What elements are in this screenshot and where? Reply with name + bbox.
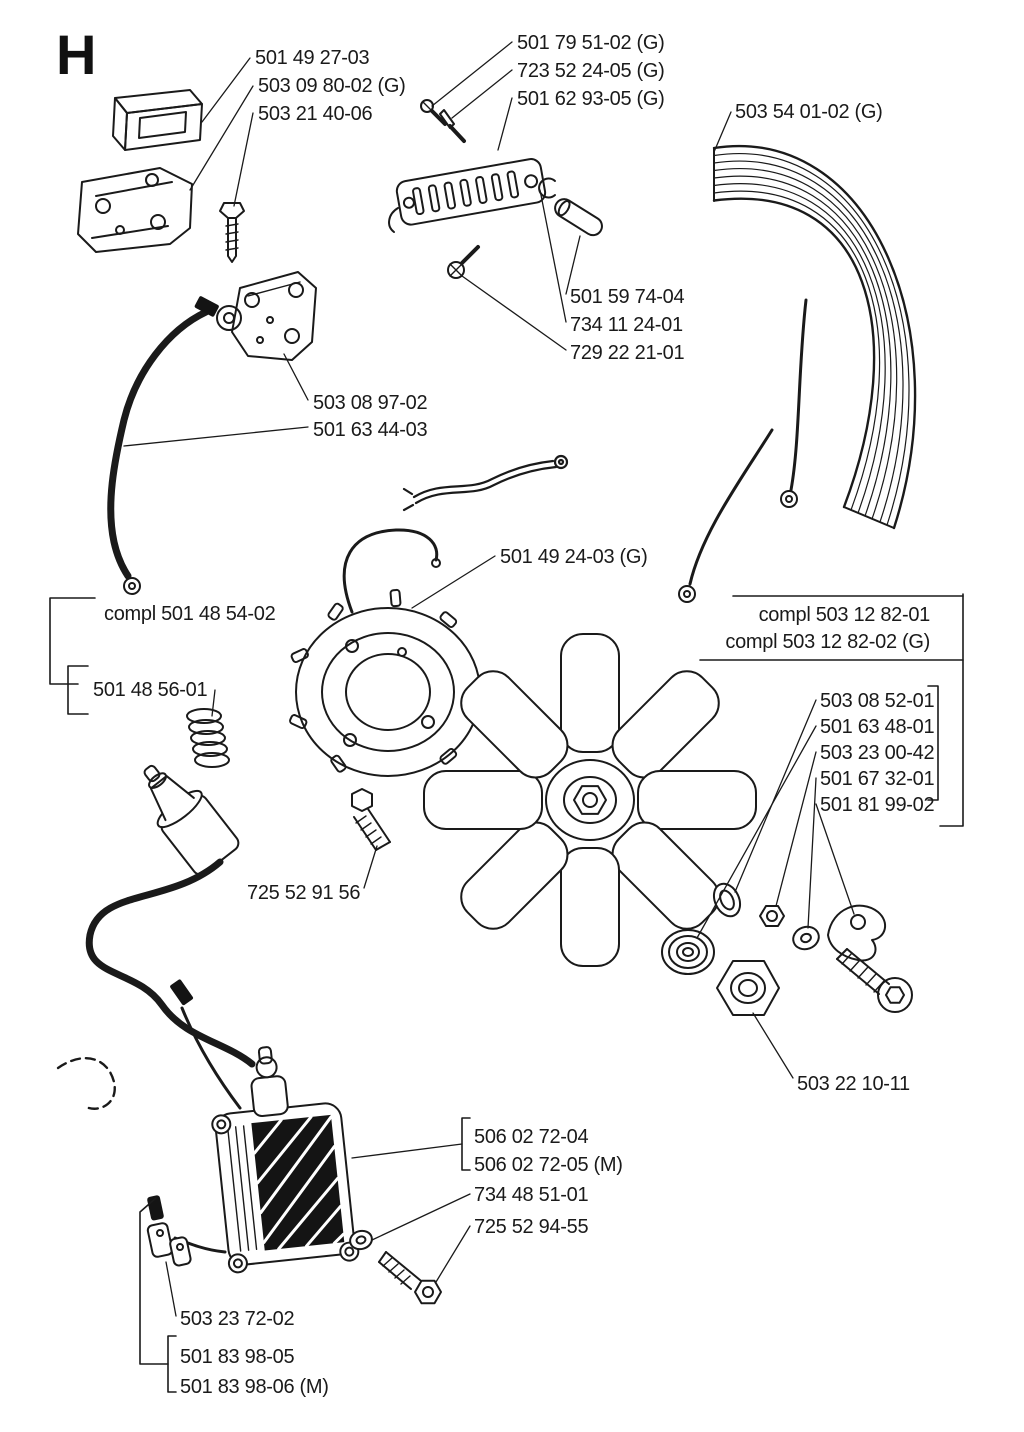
flywheel bbox=[423, 633, 757, 967]
section-letter: H bbox=[56, 23, 96, 86]
screw-vertical bbox=[219, 202, 245, 263]
label-brackets bbox=[49, 593, 964, 1393]
connector-terminals bbox=[146, 1195, 192, 1267]
ignition-module bbox=[173, 1046, 360, 1274]
leader-lines bbox=[123, 41, 855, 1317]
flywheel-bolt bbox=[351, 788, 391, 851]
slotted-plate bbox=[388, 158, 556, 233]
bracket-lower bbox=[77, 167, 193, 253]
ground-wire-left bbox=[107, 296, 219, 595]
bracket-upper bbox=[112, 89, 203, 151]
flywheel-hardware bbox=[661, 882, 913, 1016]
screw-below-plate bbox=[447, 245, 480, 279]
pin bbox=[554, 198, 603, 237]
module-washer-bolt bbox=[349, 1229, 442, 1305]
small-screws-top bbox=[420, 99, 466, 143]
handle-wires bbox=[678, 298, 808, 603]
spark-plug-boot bbox=[143, 764, 240, 876]
handle-guard bbox=[712, 144, 917, 530]
ground-cable bbox=[402, 454, 569, 512]
ignition-plate bbox=[216, 271, 317, 361]
stator-ring bbox=[289, 528, 481, 777]
ht-lead bbox=[56, 858, 256, 1110]
spring bbox=[186, 708, 230, 768]
